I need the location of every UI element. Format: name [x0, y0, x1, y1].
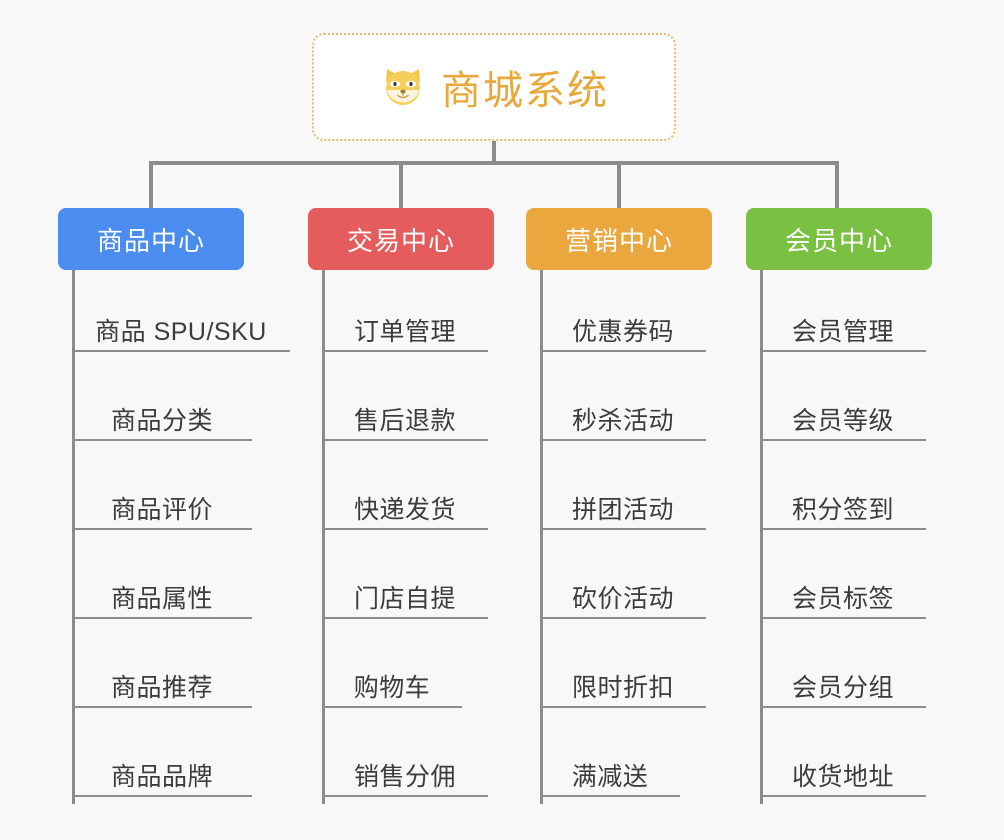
- branch-header-label: 交易中心: [346, 225, 455, 256]
- connector-drop-marketing-center: [617, 161, 621, 209]
- leaf-item[interactable]: 商品推荐: [72, 656, 252, 708]
- leaf-item[interactable]: 砍价活动: [540, 567, 706, 619]
- connector-root-stem: [492, 141, 496, 164]
- leaf-label: 订单管理: [353, 317, 456, 346]
- connector-drop-product-center: [149, 161, 153, 209]
- leaf-label: 商品评价: [110, 495, 213, 524]
- leaf-label: 会员分组: [791, 673, 894, 702]
- leaf-label: 优惠券码: [571, 317, 674, 346]
- leaf-label: 满减送: [571, 762, 649, 791]
- leaf-item[interactable]: 会员管理: [760, 300, 926, 352]
- leaf-label: 砍价活动: [571, 584, 674, 613]
- leaf-item[interactable]: 快递发货: [322, 478, 488, 530]
- leaf-item[interactable]: 秒杀活动: [540, 389, 706, 441]
- connector-drop-trade-center: [399, 161, 403, 209]
- leaf-item[interactable]: 门店自提: [322, 567, 488, 619]
- root-title: 商城系统: [441, 69, 609, 113]
- leaf-item[interactable]: 商品评价: [72, 478, 252, 530]
- leaf-label: 商品推荐: [110, 673, 213, 702]
- leaf-item[interactable]: 售后退款: [322, 389, 488, 441]
- leaf-item[interactable]: 会员标签: [760, 567, 926, 619]
- branch-spine-trade-center: [322, 270, 325, 804]
- leaf-item[interactable]: 优惠券码: [540, 300, 706, 352]
- leaf-item[interactable]: 销售分佣: [322, 745, 488, 797]
- leaf-item[interactable]: 会员分组: [760, 656, 926, 708]
- leaf-item[interactable]: 满减送: [540, 745, 680, 797]
- leaf-label: 销售分佣: [353, 762, 456, 791]
- leaf-label: 秒杀活动: [571, 406, 674, 435]
- branch-header-product-center[interactable]: 商品中心: [58, 208, 244, 270]
- leaf-item[interactable]: 商品分类: [72, 389, 252, 441]
- branch-spine-product-center: [72, 270, 75, 804]
- connector-horizontal-bar: [149, 161, 839, 165]
- root-node[interactable]: 商城系统: [312, 33, 676, 141]
- leaf-item[interactable]: 购物车: [322, 656, 462, 708]
- leaf-label: 商品分类: [110, 406, 213, 435]
- leaf-label: 会员标签: [791, 584, 894, 613]
- shiba-dog-face-icon: [379, 63, 427, 111]
- leaf-item[interactable]: 商品属性: [72, 567, 252, 619]
- leaf-item[interactable]: 会员等级: [760, 389, 926, 441]
- leaf-item[interactable]: 商品 SPU/SKU: [72, 300, 290, 352]
- leaf-item[interactable]: 积分签到: [760, 478, 926, 530]
- leaf-item[interactable]: 商品品牌: [72, 745, 252, 797]
- connector-drop-member-center: [835, 161, 839, 209]
- branch-spine-marketing-center: [540, 270, 543, 804]
- leaf-label: 积分签到: [791, 495, 894, 524]
- leaf-label: 会员等级: [791, 406, 894, 435]
- branch-header-marketing-center[interactable]: 营销中心: [526, 208, 712, 270]
- leaf-label: 收货地址: [791, 762, 894, 791]
- leaf-label: 商品品牌: [110, 762, 213, 791]
- branch-spine-member-center: [760, 270, 763, 804]
- branch-header-label: 会员中心: [784, 225, 893, 256]
- leaf-label: 快递发货: [353, 495, 456, 524]
- leaf-label: 门店自提: [353, 584, 456, 613]
- leaf-item[interactable]: 收货地址: [760, 745, 926, 797]
- leaf-label: 购物车: [353, 673, 431, 702]
- leaf-label: 商品属性: [110, 584, 213, 613]
- leaf-item[interactable]: 限时折扣: [540, 656, 706, 708]
- leaf-label: 会员管理: [791, 317, 894, 346]
- leaf-label: 限时折扣: [571, 673, 674, 702]
- leaf-item[interactable]: 订单管理: [322, 300, 488, 352]
- branch-header-member-center[interactable]: 会员中心: [746, 208, 932, 270]
- leaf-label: 售后退款: [353, 406, 456, 435]
- branch-header-label: 商品中心: [96, 225, 205, 256]
- leaf-label: 商品 SPU/SKU: [95, 317, 267, 346]
- leaf-item[interactable]: 拼团活动: [540, 478, 706, 530]
- branch-header-label: 营销中心: [564, 225, 673, 256]
- leaf-label: 拼团活动: [571, 495, 674, 524]
- branch-header-trade-center[interactable]: 交易中心: [308, 208, 494, 270]
